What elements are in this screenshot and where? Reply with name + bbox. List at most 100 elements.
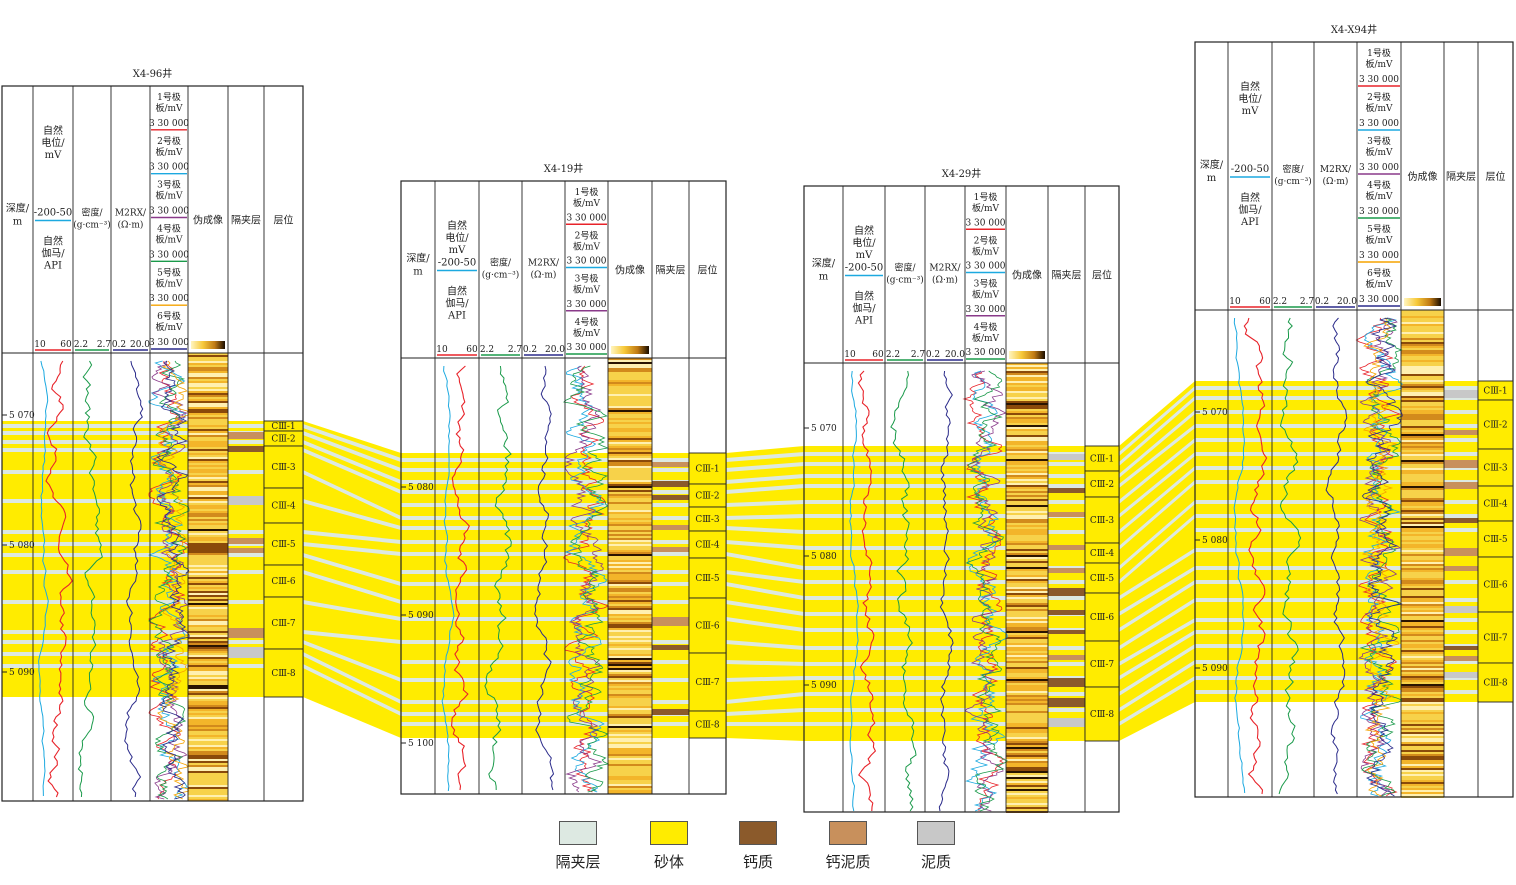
image-row [188, 453, 228, 455]
header-image: 伪成像 [1012, 270, 1042, 282]
interlayer-stripe [804, 462, 1119, 466]
correlation-interlayer [303, 448, 401, 494]
image-row [1401, 346, 1444, 348]
zone-box [688, 452, 727, 485]
image-row [608, 718, 652, 720]
image-row [188, 433, 228, 435]
image-row [608, 450, 652, 452]
image-row [1401, 728, 1444, 730]
image-row [188, 463, 228, 465]
sp-curve [1243, 317, 1268, 795]
image-row [608, 624, 652, 626]
image-row [1006, 739, 1048, 741]
image-row [608, 602, 652, 604]
header-plate-5: 5号极 [157, 266, 181, 278]
image-row [608, 528, 652, 530]
image-row [1006, 419, 1048, 421]
header-gr: 自然 [854, 290, 874, 303]
image-row [1401, 736, 1444, 738]
image-row [608, 786, 652, 788]
image-row [1006, 693, 1048, 695]
image-row [1006, 711, 1048, 713]
image-row [1401, 380, 1444, 382]
image-row [1006, 417, 1048, 419]
image-row [188, 679, 228, 681]
image-row [1006, 759, 1048, 761]
correlation-interlayer [1119, 566, 1195, 616]
image-row [608, 508, 652, 510]
interlayer-stripe [1195, 630, 1513, 634]
image-row [1006, 443, 1048, 445]
image-row [1006, 801, 1048, 803]
image-row [608, 536, 652, 538]
image-row [1006, 469, 1048, 471]
header-plate-5: 5号极 [1367, 223, 1391, 235]
image-row [1006, 615, 1048, 617]
zone-label: CⅢ-8 [695, 721, 720, 731]
zone-label: CⅢ-7 [695, 678, 720, 688]
image-row [188, 629, 228, 631]
resistivity-curve [534, 365, 555, 791]
image-row [188, 439, 228, 441]
image-row [1006, 679, 1048, 681]
image-row [1401, 792, 1444, 794]
image-row [1006, 621, 1048, 623]
image-row [1006, 403, 1048, 405]
image-row [608, 702, 652, 704]
image-row [1401, 314, 1444, 316]
res-max: 20.0 [130, 340, 150, 350]
header-density: 密度/ [490, 257, 512, 269]
zone-box [1084, 496, 1120, 544]
image-row [1401, 776, 1444, 778]
image-row [608, 556, 652, 558]
image-row [608, 758, 652, 760]
image-row [608, 596, 652, 598]
image-row [188, 643, 228, 645]
image-row [1006, 555, 1048, 557]
image-row [1401, 730, 1444, 732]
image-row [188, 515, 228, 517]
image-row [608, 628, 652, 630]
image-row [1006, 511, 1048, 513]
image-row [1006, 387, 1048, 389]
image-row [188, 707, 228, 709]
image-row [188, 613, 228, 615]
correlation-interlayer [303, 424, 401, 462]
image-row [188, 525, 228, 527]
image-row [1401, 570, 1444, 572]
image-row [608, 438, 652, 440]
image-row [188, 575, 228, 577]
image-row [188, 385, 228, 387]
image-row [188, 785, 228, 787]
image-row [1401, 640, 1444, 642]
image-row [608, 726, 652, 728]
image-row [1401, 774, 1444, 776]
image-row [1401, 624, 1444, 626]
interlayer-stripe [1195, 410, 1513, 414]
interlayer-block-calc_mud [652, 547, 689, 552]
image-row [1401, 694, 1444, 696]
image-row [188, 663, 228, 665]
image-row [188, 723, 228, 725]
density-curve [890, 370, 917, 812]
header-depth: m [1207, 173, 1217, 184]
image-row [608, 488, 652, 490]
image-row [1006, 435, 1048, 437]
image-row [1006, 791, 1048, 793]
header-plate-3: 3号极 [1367, 135, 1391, 147]
interlayer-stripe [1195, 566, 1513, 570]
image-row [1006, 465, 1048, 467]
image-row [1006, 481, 1048, 483]
image-row [1006, 699, 1048, 701]
image-row [1006, 651, 1048, 653]
interlayer-block-calcareous [1048, 678, 1085, 687]
image-row [608, 436, 652, 438]
image-row [1401, 594, 1444, 596]
image-row [608, 424, 652, 426]
image-row [1401, 496, 1444, 498]
header-depth: m [13, 217, 23, 228]
image-row [1006, 545, 1048, 547]
image-row [188, 635, 228, 637]
image-row [188, 449, 228, 451]
image-row [1401, 590, 1444, 592]
